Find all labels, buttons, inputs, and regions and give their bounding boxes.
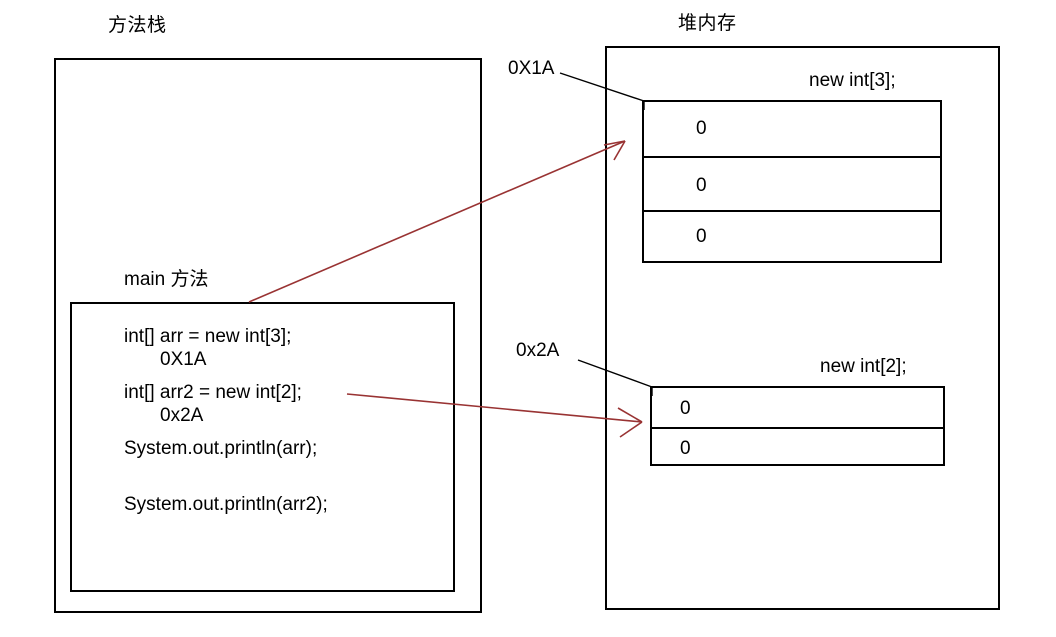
heap-array-2-cell-1-value: 0	[680, 438, 691, 459]
heap-array-1-cell-0: 0	[644, 102, 940, 156]
heap-address-tag-2: 0x2A	[516, 340, 560, 361]
heap-array-2-box: 0 0	[650, 386, 945, 466]
code-line-1-address: 0X1A	[160, 349, 207, 370]
code-line-4: System.out.println(arr2);	[124, 494, 328, 515]
code-line-3: System.out.println(arr);	[124, 438, 318, 459]
heap-array-2-label: new int[2];	[820, 356, 907, 377]
heap-outer-box	[605, 46, 1000, 610]
heap-address-tag-1: 0X1A	[508, 58, 555, 79]
heap-array-1-cell-0-value: 0	[696, 118, 707, 139]
heap-array-1-cell-1-value: 0	[696, 175, 707, 196]
heap-array-2-cell-1: 0	[652, 427, 943, 464]
heap-array-1-label: new int[3];	[809, 70, 896, 91]
heap-title: 堆内存	[678, 13, 737, 34]
code-line-2: int[] arr2 = new int[2];	[124, 382, 302, 403]
main-frame-label: main 方法	[124, 269, 209, 290]
code-line-2-address: 0x2A	[160, 405, 204, 426]
heap-array-2-cell-0: 0	[652, 388, 943, 427]
stack-outer-box	[54, 58, 482, 613]
heap-array-1-cell-2: 0	[644, 210, 940, 261]
heap-array-1-cell-2-value: 0	[696, 226, 707, 247]
heap-array-1-cell-1: 0	[644, 156, 940, 210]
heap-array-2-cell-0-value: 0	[680, 398, 691, 419]
stack-title: 方法栈	[108, 15, 167, 36]
code-line-1: int[] arr = new int[3];	[124, 326, 292, 347]
heap-array-1-box: 0 0 0	[642, 100, 942, 263]
main-frame-box	[70, 302, 455, 592]
